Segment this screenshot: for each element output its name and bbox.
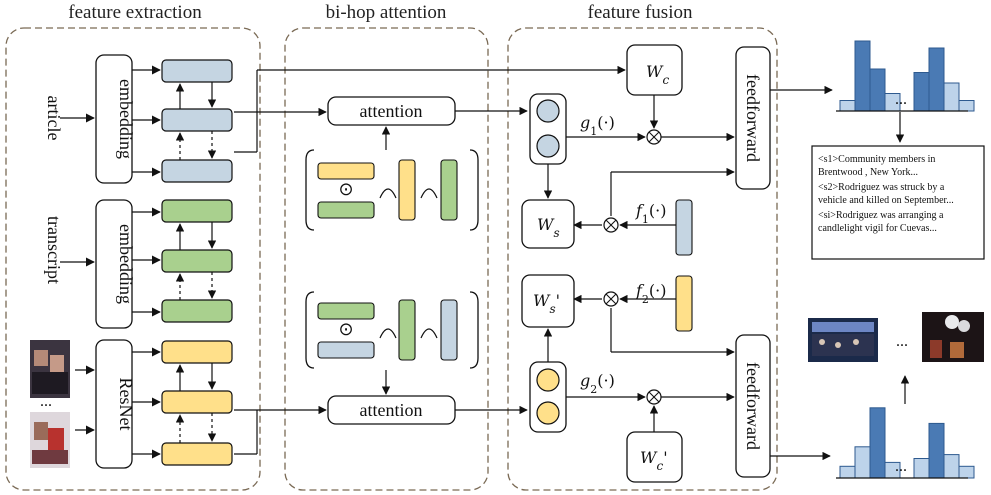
- section-title-feature-extraction: feature extraction: [68, 2, 202, 23]
- g2-label: g2(·): [580, 371, 615, 396]
- otimes-mid-bottom-icon: [603, 291, 619, 307]
- histogram-bottom-right-bar-3: [943, 454, 960, 479]
- histogram-top-right-bar-4: [958, 100, 975, 112]
- frame-hidden-states: [161, 340, 233, 466]
- attention-label-bottom: attention: [360, 400, 423, 420]
- otimes-top-icon: [646, 129, 662, 145]
- dot-product-symbol-bottom: ⊙: [338, 319, 353, 339]
- feature-fusion-panel: [507, 27, 778, 491]
- dot-product-symbol-top: ⊙: [338, 179, 353, 199]
- ws-label: Ws: [537, 215, 560, 240]
- output-frames-ellipsis: ...: [896, 333, 908, 350]
- histogram-bottom-right-bar-4: [958, 465, 975, 479]
- f2-label: f2(·): [635, 281, 667, 306]
- f1-label: f1(·): [635, 201, 667, 226]
- input-label-article: article: [44, 96, 64, 141]
- feedforward-label-bottom: feedforward: [743, 362, 763, 450]
- summary-line-1: <s1>Community members in: [818, 154, 935, 165]
- histogram-bottom-right-bar-2: [928, 422, 945, 479]
- histogram-top-right-bar-3: [943, 82, 960, 112]
- input-frames-ellipsis: ...: [40, 393, 52, 410]
- sentence-score-histogram-top: ...: [836, 40, 975, 112]
- article-embedding-box: [95, 54, 133, 184]
- wc-label: Wc: [646, 62, 669, 87]
- text-summary-box: [811, 145, 985, 260]
- ws-prime-label: Ws': [533, 291, 560, 316]
- bihop-fusion-group-top: ⊙: [305, 149, 479, 231]
- section-title-feature-fusion: feature fusion: [588, 2, 693, 23]
- feedforward-box-bottom: [735, 334, 771, 478]
- frame-score-histogram-bottom: ...: [836, 407, 975, 479]
- input-frame-thumbnail-1: [30, 340, 70, 398]
- input-frame-thumbnail-2: [30, 412, 70, 468]
- frames-resnet-box: [95, 339, 133, 469]
- transcript-embedding-box: [95, 199, 133, 329]
- bihop-attention-panel: [284, 27, 489, 491]
- feature-extraction-panel: [5, 27, 261, 491]
- summary-line-2: Brentwood , New York...: [818, 167, 918, 178]
- f2-input-bar: [675, 275, 693, 332]
- frames-resnet-label: ResNet: [116, 378, 136, 431]
- histogram-top-left-bar-2: [854, 40, 871, 112]
- summary-line-5: <si>Rodriguez was arranging a: [818, 210, 944, 221]
- otimes-bottom-icon: [646, 389, 662, 405]
- article-hidden-states: [161, 59, 233, 183]
- histogram-top-right-bar-2: [928, 47, 945, 112]
- f1-input-bar: [675, 199, 693, 256]
- article-embedding-label: embedding: [116, 79, 136, 159]
- histogram-top-ellipsis: ...: [895, 91, 907, 108]
- otimes-mid-top-icon: [603, 217, 619, 233]
- output-frame-thumbnail-2: [922, 312, 984, 362]
- input-label-transcript: transcript: [44, 216, 64, 284]
- transcript-hidden-states: [161, 199, 233, 323]
- text-attended-pair: [529, 93, 567, 165]
- g1-label: g1(·): [580, 113, 615, 138]
- wc-prime-label: Wc': [640, 448, 668, 473]
- histogram-top-left-bar-3: [869, 68, 886, 112]
- feedforward-box-top: [735, 46, 771, 190]
- histogram-top-left-bar-1: [839, 100, 856, 112]
- histogram-bottom-left-bar-1: [839, 465, 856, 479]
- histogram-bottom-left-bar-3: [869, 407, 886, 479]
- summary-line-4: vehicle and killed on September...: [818, 195, 954, 206]
- summary-line-6: candlelight vigil for Cuevas...: [818, 223, 937, 234]
- summary-line-3: <s2>Rodriguez was struck by a: [818, 182, 945, 193]
- bihop-fusion-group-bottom: ⊙: [305, 291, 479, 369]
- histogram-bottom-ellipsis: ...: [895, 458, 907, 475]
- output-frame-thumbnail-1: [808, 318, 878, 362]
- attention-label-top: attention: [360, 101, 423, 121]
- histogram-bottom-right-bar-1: [913, 458, 930, 479]
- section-title-bihop-attention: bi-hop attention: [326, 2, 447, 23]
- histogram-bottom-left-bar-2: [854, 446, 871, 479]
- transcript-embedding-label: embedding: [116, 224, 136, 304]
- feedforward-label-top: feedforward: [743, 74, 763, 162]
- image-attended-pair: [529, 361, 567, 433]
- histogram-top-right-bar-1: [913, 72, 930, 112]
